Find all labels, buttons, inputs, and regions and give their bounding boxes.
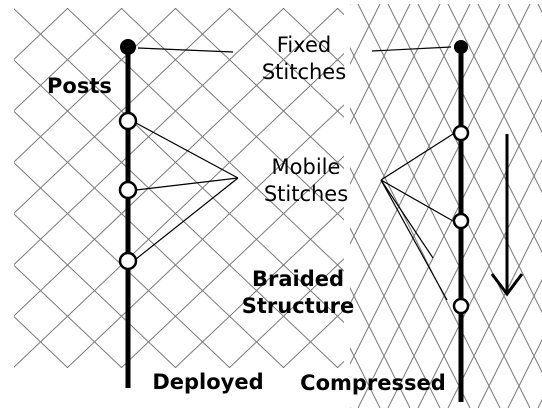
fixed-stitches-label-line2: Stitches (262, 60, 346, 84)
compressed-label: Compressed (300, 371, 446, 395)
braid-strand (350, 4, 411, 126)
braid-strand (228, 8, 344, 118)
braided-structure-label-line2: Structure (242, 294, 355, 318)
compression-arrow-icon (490, 134, 524, 297)
braid-strand (350, 226, 441, 408)
braid-strand (14, 213, 177, 368)
braid-strand (14, 8, 344, 324)
braid-strand (350, 166, 471, 408)
braid-strand (391, 8, 542, 368)
braid-strand (14, 110, 285, 368)
fixed-stitches-label-line1: Fixed (277, 33, 331, 57)
deployed-label: Deployed (152, 370, 263, 394)
braid-strand (14, 162, 231, 368)
braid-strand (417, 158, 542, 408)
mobile-leader-line (380, 179, 434, 259)
braid-strand (14, 8, 69, 60)
fixed-leader-line (137, 47, 234, 53)
braid-strand (14, 8, 15, 9)
braid-strand (14, 316, 69, 368)
braid-strand (350, 286, 411, 408)
braid-strand (228, 258, 344, 368)
braid-strand (507, 338, 542, 408)
mobile-leader-line (135, 177, 239, 260)
braid-strand (174, 8, 344, 170)
braid-strand (350, 4, 441, 186)
mobile-stitch (452, 124, 470, 142)
braid-strand (357, 4, 542, 374)
braid-strand (14, 264, 123, 368)
mobile-stitch (118, 251, 138, 271)
braid-strand (174, 206, 344, 368)
mobile-leader-line (135, 122, 239, 179)
mobile-stitch (452, 297, 470, 315)
braided-structure-label-line1: Braided (252, 267, 344, 291)
braid-strand (417, 4, 542, 254)
braid-strand (336, 8, 344, 16)
braid-strand (14, 8, 231, 214)
posts-label: Posts (47, 74, 112, 98)
mobile-stitch (452, 212, 470, 230)
mobile-leader-line (380, 133, 454, 181)
braid-strand (447, 218, 542, 408)
braid-strand (447, 4, 542, 194)
mobile-leader-line (135, 177, 239, 191)
braid-strand (499, 8, 542, 368)
mobile-stitch (118, 111, 138, 131)
fixed-stitch-compressed (454, 40, 468, 54)
mobile-stitches-label-line2: Stitches (264, 182, 348, 206)
braid-strand (477, 278, 542, 408)
mobile-stitches-label-line1: Mobile (272, 155, 341, 179)
braid-strand (120, 8, 344, 221)
braid-strand (14, 8, 123, 112)
fixed-stitch-deployed (120, 39, 136, 55)
braid-strand (14, 8, 177, 163)
braid-strand (14, 367, 15, 368)
mobile-leader-line (380, 179, 454, 222)
braid-strand (336, 360, 344, 368)
braid-strand (357, 38, 542, 408)
braid-strand (387, 4, 542, 314)
braid-strand (507, 4, 542, 74)
braid-strand (350, 46, 531, 408)
braid-strand (391, 8, 542, 368)
mobile-stitch (118, 180, 138, 200)
fixed-leader-line (371, 46, 452, 52)
braid-strand (477, 4, 542, 134)
mobile-leader-line (380, 179, 448, 301)
braid-strand (499, 8, 542, 368)
